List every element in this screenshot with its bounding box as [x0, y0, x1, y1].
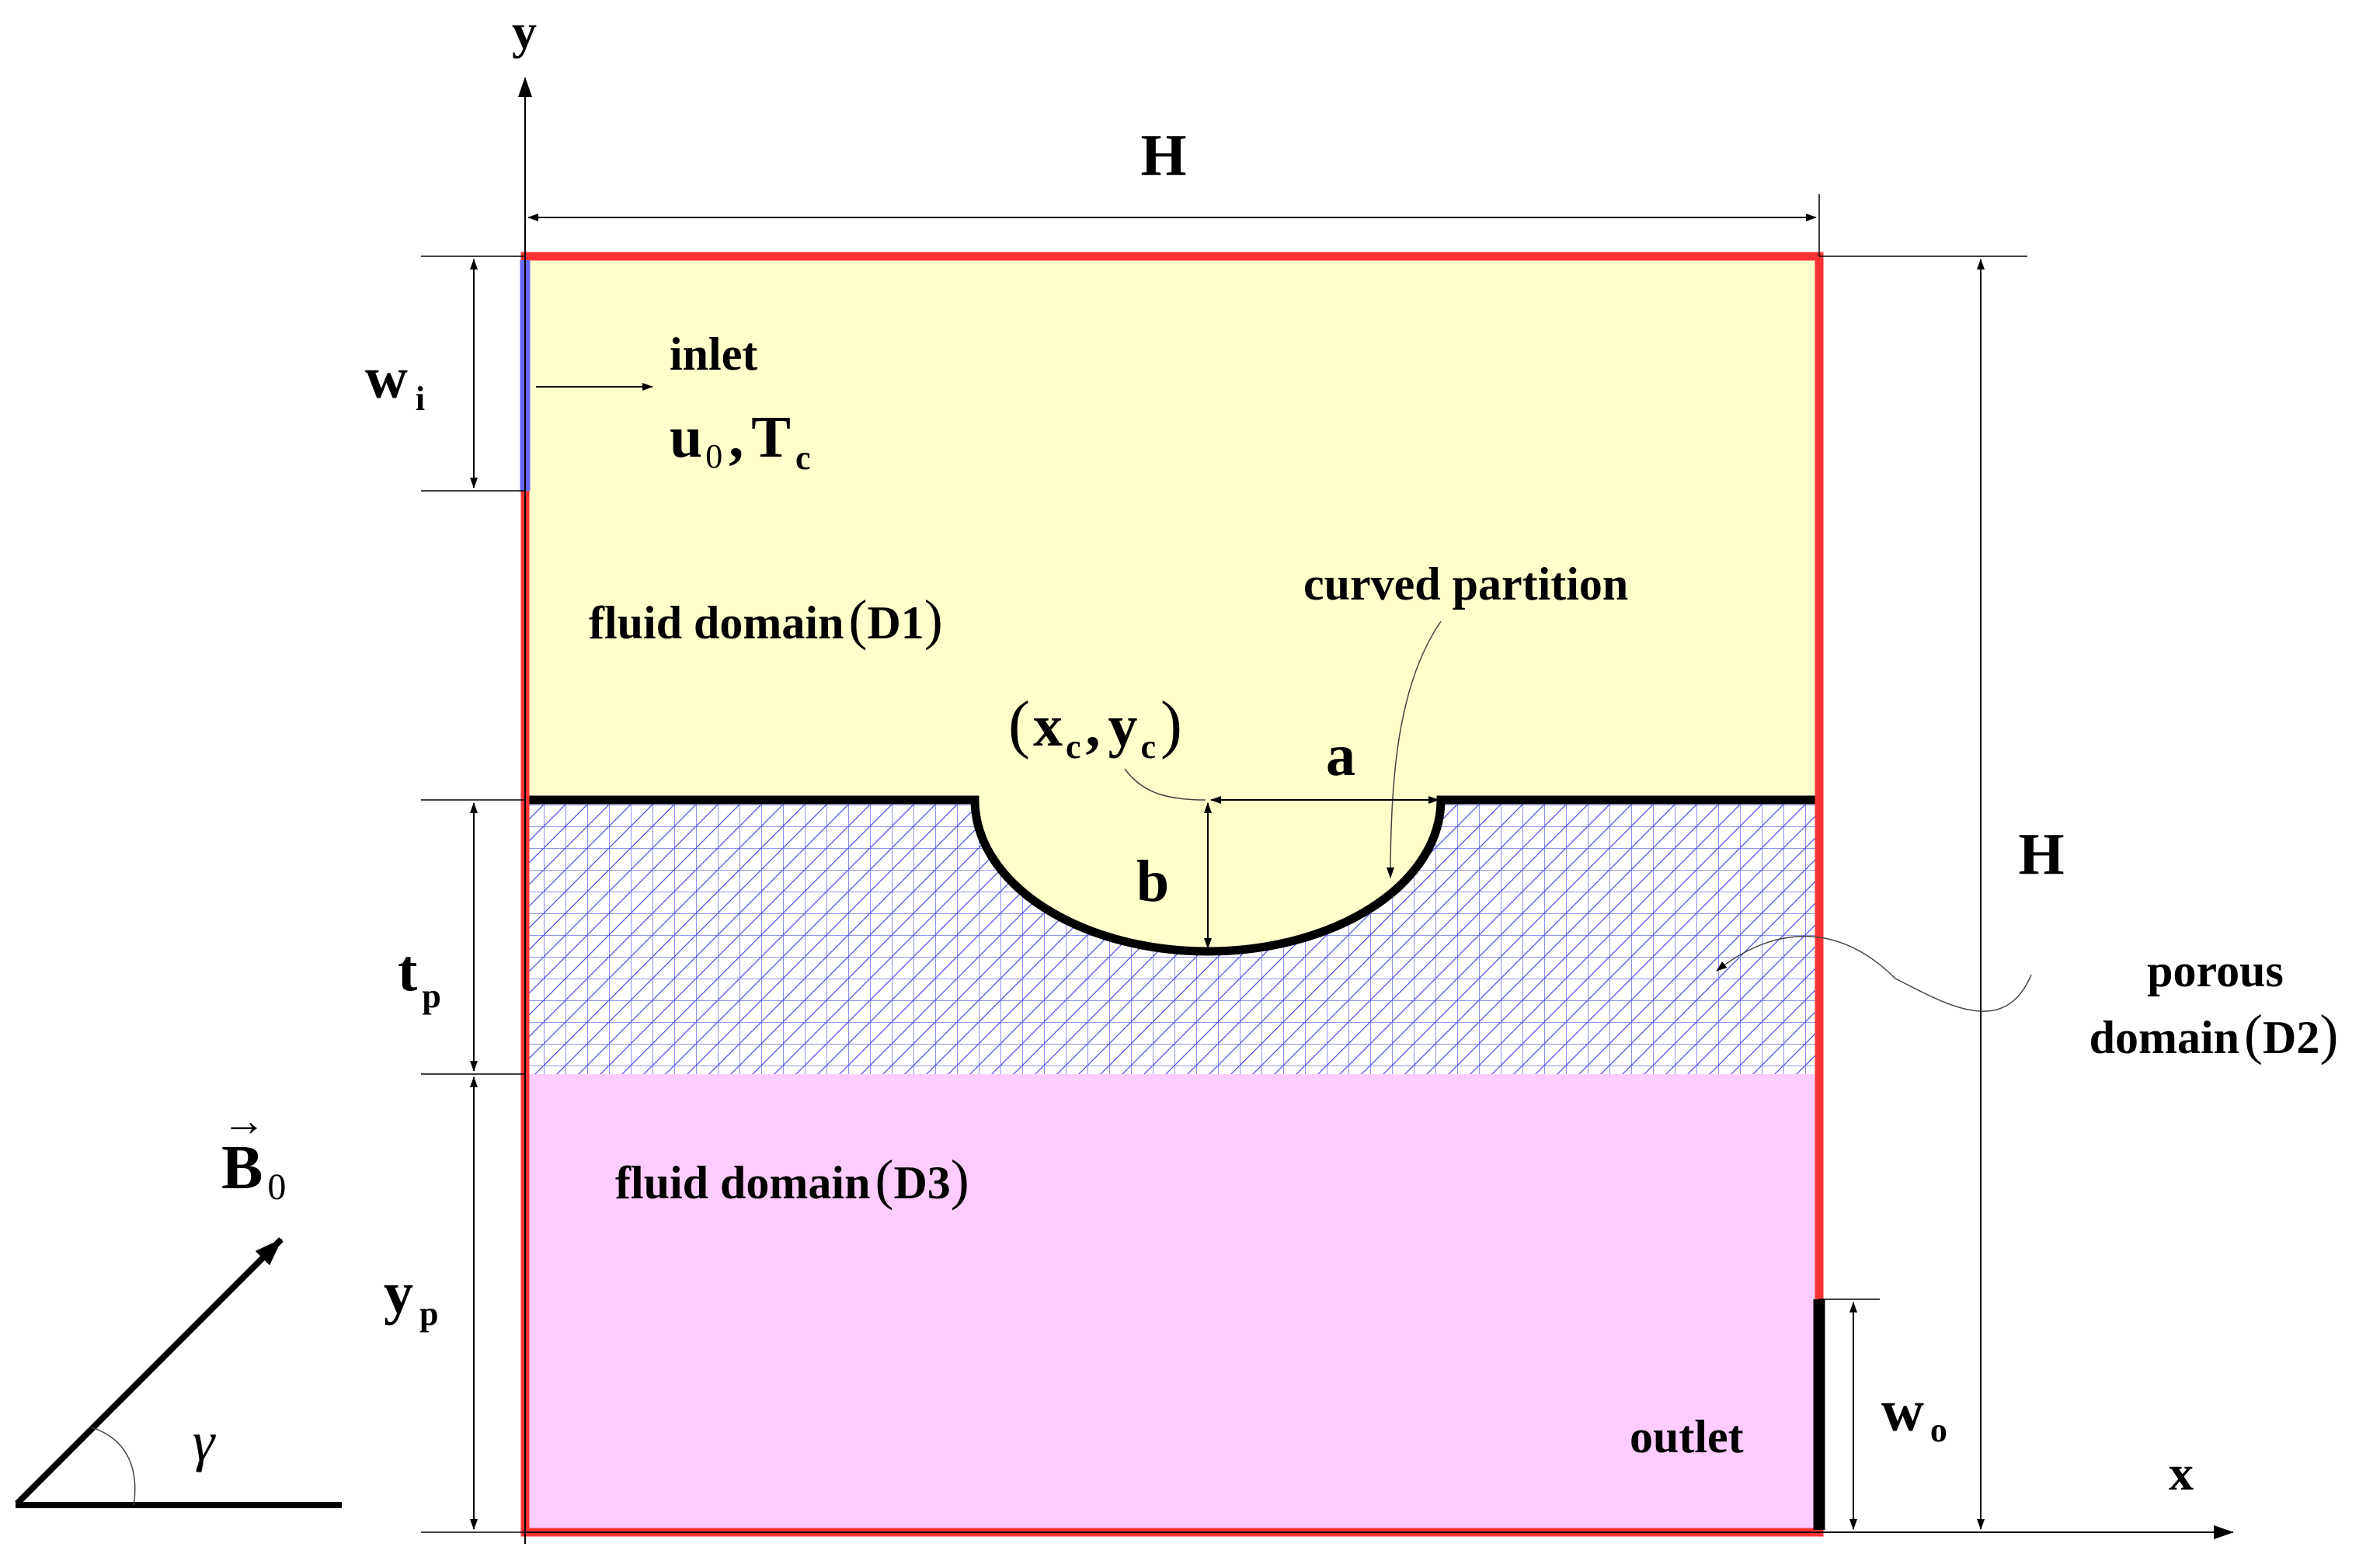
gamma-label: γ — [193, 1410, 216, 1472]
fluid-domain-d3-label: fluid domain(D3) — [615, 1149, 969, 1211]
gamma-angle-arc — [91, 1427, 136, 1506]
fluid-domain-d3 — [525, 1074, 1819, 1532]
curved-partition — [529, 795, 1816, 956]
inlet-label: inlet — [670, 329, 757, 380]
top-h-label: H — [1140, 123, 1186, 188]
porous-label-line2: domain(D2) — [2089, 1003, 2339, 1066]
a-label: a — [1326, 723, 1355, 788]
b-label: b — [1136, 849, 1169, 914]
curved-partition-label: curved partition — [1303, 558, 1628, 610]
fluid-domain-d1 — [525, 256, 1819, 800]
y-axis-label: y — [512, 4, 537, 59]
porous-label-line1: porous — [2147, 945, 2284, 996]
x-axis-label: x — [2169, 1445, 2194, 1500]
porous-leader — [1716, 936, 2032, 1012]
right-h-label: H — [2018, 822, 2064, 887]
b0-vector-mark: → — [222, 1097, 266, 1146]
center-leader — [1124, 768, 1206, 801]
outlet-label: outlet — [1630, 1411, 1744, 1462]
b0-arrow — [15, 1237, 284, 1506]
fluid-domain-d1-label: fluid domain(D1) — [589, 589, 943, 651]
curved-partition-leader — [1387, 621, 1442, 878]
center-label: (xc,yc) — [1008, 688, 1182, 766]
